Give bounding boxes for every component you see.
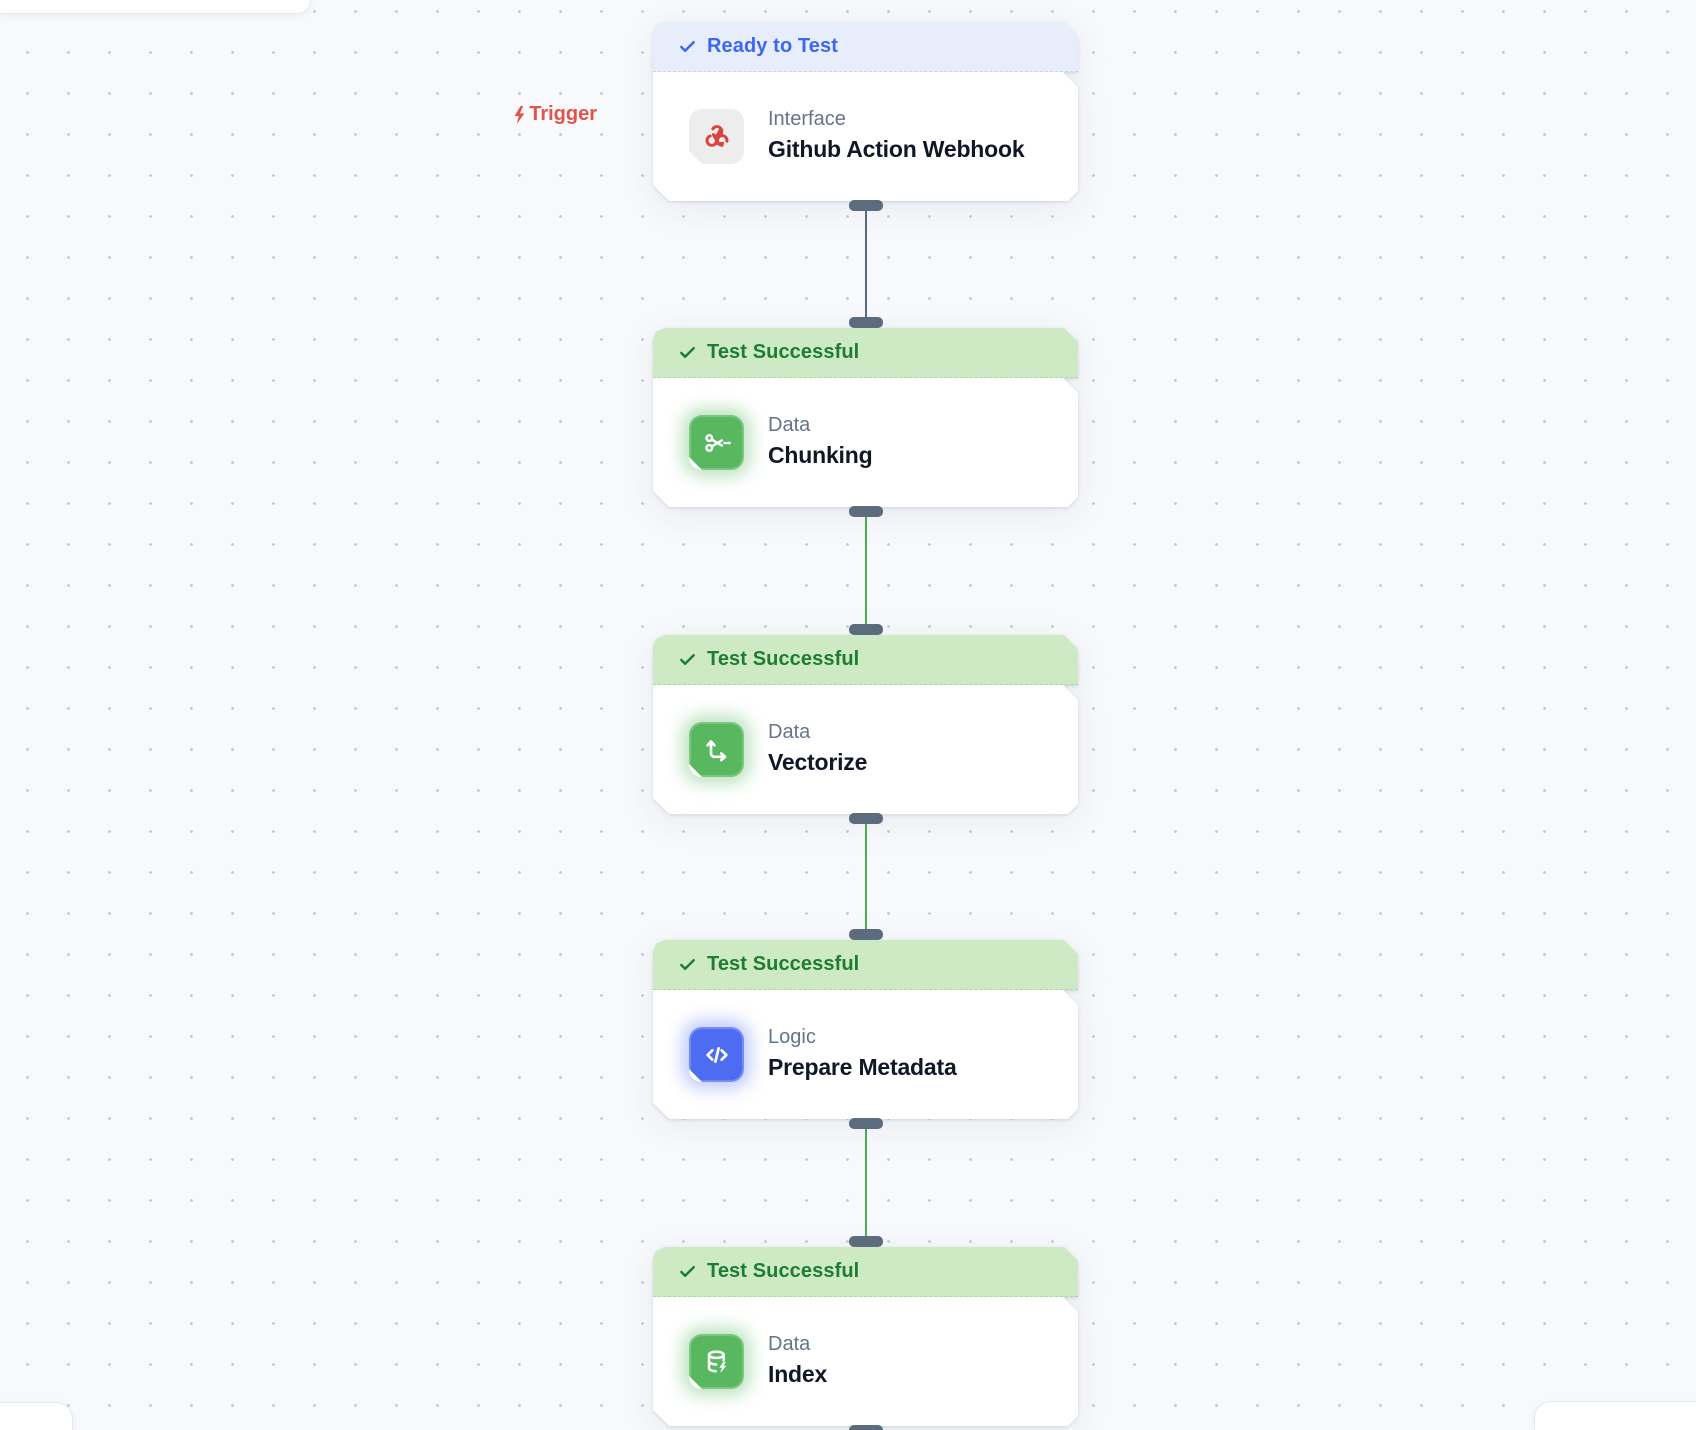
check-icon xyxy=(678,37,697,56)
node-title: Github Action Webhook xyxy=(768,136,1025,162)
node-body: Data Chunking xyxy=(653,378,1078,507)
code-icon xyxy=(689,1027,744,1082)
bottom-left-panel-edge xyxy=(0,1403,72,1430)
trigger-label: Trigger xyxy=(420,103,597,126)
check-icon xyxy=(678,1262,697,1281)
node-status-header: Test Successful xyxy=(653,635,1078,685)
connection-port-bottom[interactable] xyxy=(849,506,883,517)
node-body: Interface Github Action Webhook xyxy=(653,72,1078,201)
node-body: Data Index xyxy=(653,1297,1078,1426)
connector-line xyxy=(864,194,868,336)
node-status-header: Test Successful xyxy=(653,1247,1078,1297)
connection-port-bottom[interactable] xyxy=(849,813,883,824)
top-toolbar-edge xyxy=(0,0,310,13)
node-status-header: Test Successful xyxy=(653,940,1078,990)
connection-port-top[interactable] xyxy=(849,1236,883,1247)
check-icon xyxy=(678,343,697,362)
axis-arrows-icon xyxy=(689,722,744,777)
connection-port-bottom[interactable] xyxy=(849,200,883,211)
workflow-node[interactable]: Test Successful Logic Prepare Metadata xyxy=(653,940,1078,1120)
node-title: Vectorize xyxy=(768,749,868,775)
node-title: Prepare Metadata xyxy=(768,1054,957,1080)
node-title: Index xyxy=(768,1361,828,1387)
connector-line xyxy=(864,500,868,643)
node-category-label: Data xyxy=(768,1333,811,1355)
connection-port-top[interactable] xyxy=(849,929,883,940)
connection-port-top[interactable] xyxy=(849,624,883,635)
connector-line xyxy=(864,1112,868,1255)
check-icon xyxy=(678,955,697,974)
trigger-label-text: Trigger xyxy=(529,103,597,125)
node-status-header: Test Successful xyxy=(653,328,1078,378)
node-category-label: Data xyxy=(768,414,811,436)
node-body: Data Vectorize xyxy=(653,685,1078,814)
workflow-node[interactable]: Test Successful Data Chunking xyxy=(653,328,1078,508)
webhook-icon xyxy=(689,109,744,164)
node-body: Logic Prepare Metadata xyxy=(653,990,1078,1119)
check-icon xyxy=(678,650,697,669)
node-status-label: Test Successful xyxy=(707,648,860,670)
scissors-icon xyxy=(689,415,744,470)
node-status-header: Ready to Test xyxy=(653,22,1078,72)
node-status-label: Test Successful xyxy=(707,953,860,975)
node-status-label: Ready to Test xyxy=(707,35,838,57)
node-title: Chunking xyxy=(768,442,873,468)
workflow-node[interactable]: Test Successful Data Vectorize xyxy=(653,635,1078,815)
connection-port-top[interactable] xyxy=(849,317,883,328)
node-category-label: Logic xyxy=(768,1026,816,1048)
lightning-bolt-icon xyxy=(514,105,525,124)
connection-port-bottom[interactable] xyxy=(849,1425,883,1430)
node-status-label: Test Successful xyxy=(707,341,860,363)
connector-line xyxy=(864,807,868,948)
node-status-label: Test Successful xyxy=(707,1260,860,1282)
node-category-label: Interface xyxy=(768,108,846,130)
bottom-right-panel-edge xyxy=(1535,1402,1696,1430)
workflow-node[interactable]: Test Successful Data Index xyxy=(653,1247,1078,1427)
node-category-label: Data xyxy=(768,721,811,743)
workflow-node[interactable]: Ready to Test Interface Github Action We… xyxy=(653,22,1078,202)
database-icon xyxy=(689,1334,744,1389)
connection-port-bottom[interactable] xyxy=(849,1118,883,1129)
